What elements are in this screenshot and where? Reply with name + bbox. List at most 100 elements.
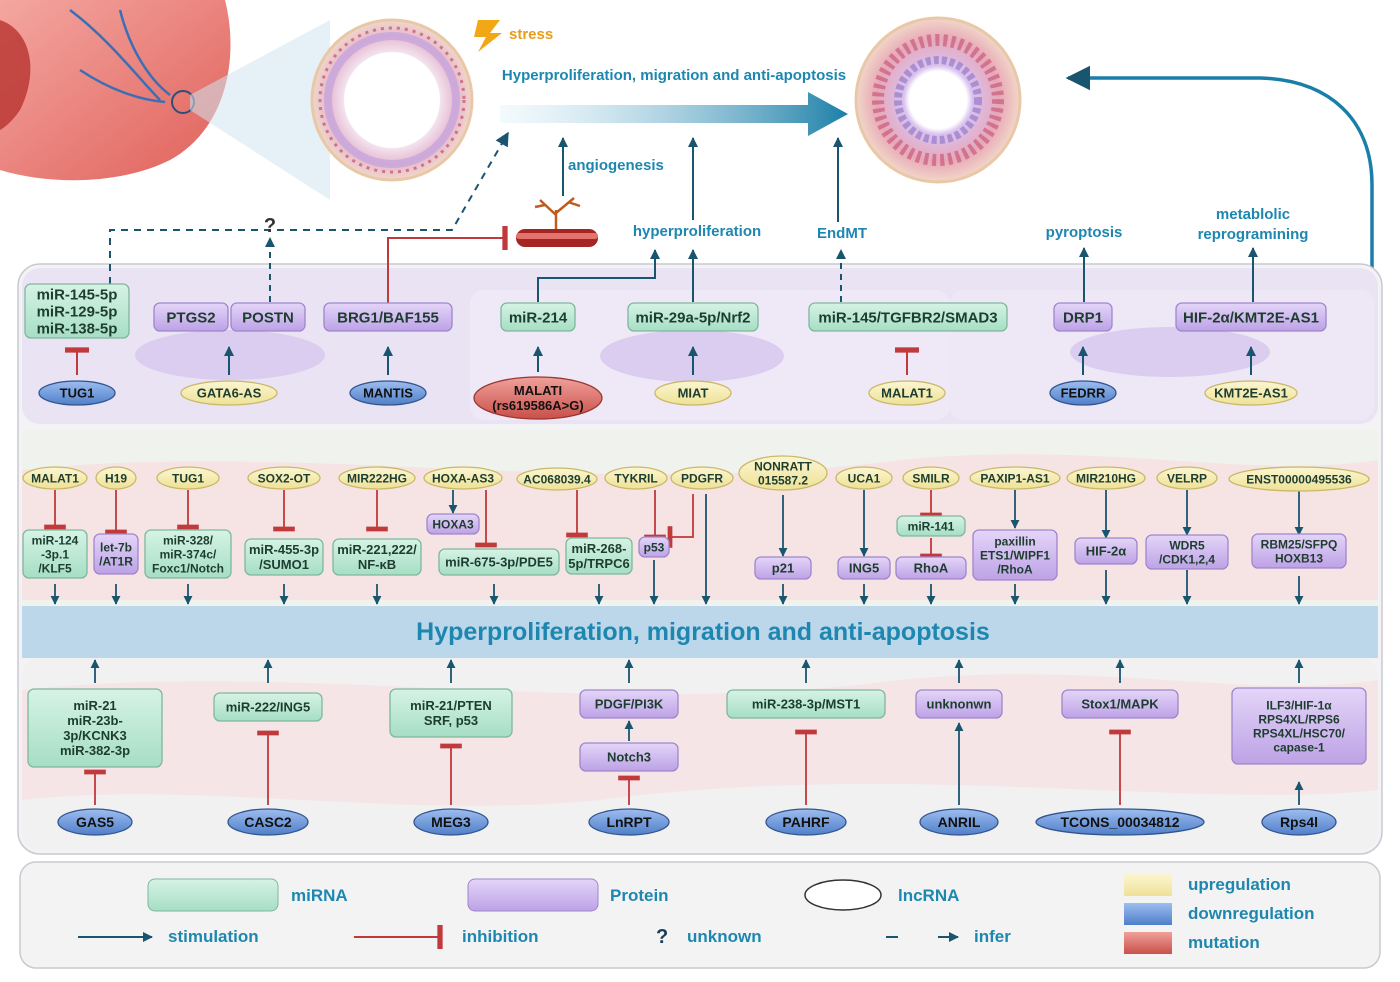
stox1-mapk-box-shape [1061, 689, 1179, 719]
drp1-box-label: DRP1 [1063, 309, 1103, 326]
anril-lncrna-label: ANRIL [938, 814, 981, 830]
unknown-question-mark: ? [264, 215, 276, 237]
hoxa-as3-lncrna-label: HOXA-AS3 [432, 471, 494, 485]
mir221-nfkb-box-shape [332, 538, 422, 576]
miat-lncrna-label: MIAT [678, 386, 709, 401]
p53-box-label: p53 [644, 540, 665, 554]
tykril-lncrna-label: TYKRIL [614, 471, 657, 485]
paxip1-as1-lncrna-label: PAXIP1-AS1 [980, 471, 1049, 485]
hif2a-kmt2e-box: HIF-2α/KMT2E-AS1 [1175, 302, 1327, 332]
nonratt-lncrna-shape [738, 455, 828, 491]
mir222hg-lncrna: MIR222HG [338, 466, 416, 490]
kmt2e-as1-lncrna-label: KMT2E-AS1 [1214, 386, 1288, 401]
legend-panel [19, 861, 1381, 969]
notch3-box-label: Notch3 [607, 750, 651, 765]
mir455-sumo1-box-shape [244, 538, 324, 576]
mantis-lncrna-label: MANTIS [363, 386, 413, 401]
blood-vessel-branch-icon [516, 197, 598, 247]
mantis-lncrna-shape [349, 380, 427, 406]
rhoa-box-shape [895, 556, 967, 580]
mir238-mst1-box-shape [726, 689, 886, 719]
outcome-band-label: Hyperproliferation, migration and anti-a… [416, 618, 990, 646]
h19-lncrna-shape [95, 466, 137, 490]
miat-lncrna-shape [654, 380, 732, 406]
malati-lncrna-mutation: MALATI(rs619586A>G) [473, 376, 603, 420]
paxip1-as1-lncrna: PAXIP1-AS1 [969, 466, 1061, 490]
uca1-lncrna-shape [835, 466, 893, 490]
gata6-as-lncrna: GATA6-AS [180, 380, 278, 406]
mir124-klf5-box-shape [22, 529, 88, 579]
legend-lncrna-label: lncRNA [898, 886, 959, 905]
ing5-box: ING5 [837, 556, 891, 580]
mir29a-nrf2-box-shape [627, 302, 759, 332]
hoxa-as3-lncrna: HOXA-AS3 [423, 466, 503, 490]
p21-box-shape [754, 556, 812, 580]
mir145-tgfbr2-smad3-box-shape [808, 302, 1008, 332]
hoxa3-box: HOXA3 [426, 513, 480, 535]
tcons-00034812-lncrna-shape [1035, 808, 1205, 836]
mir675-pde5-box: miR-675-3p/PDE5 [438, 548, 560, 576]
kmt2e-as1-lncrna: KMT2E-AS1 [1204, 380, 1298, 406]
pahrf-lncrna-shape [765, 808, 847, 836]
lnrpt-lncrna-shape [588, 808, 670, 836]
pdgf-pi3k-box: PDGF/PI3K [579, 689, 679, 719]
tcons-00034812-lncrna: TCONS_00034812 [1035, 808, 1205, 836]
hif2a-box-shape [1074, 537, 1138, 565]
mir145-tgfbr2-smad3-box-label: miR-145/TGFBR2/SMAD3 [818, 309, 997, 326]
fedrr-lncrna-shape [1049, 380, 1117, 406]
mir328-foxc1-notch-box-label: miR-328/miR-374c/Foxc1/Notch [152, 533, 224, 575]
gata6-as-lncrna-shape [180, 380, 278, 406]
postn-box: POSTN [230, 302, 306, 332]
tug1-lncrna-middle-label: TUG1 [172, 471, 204, 485]
mir328-foxc1-notch-box-shape [144, 529, 232, 579]
top-headline: Hyperproliferation, migration and anti-a… [502, 67, 846, 84]
p21-box: p21 [754, 556, 812, 580]
hif2a-box: HIF-2α [1074, 537, 1138, 565]
legend: miRNA Protein lncRNA upregulation downre… [78, 874, 1315, 954]
pahrf-lncrna: PAHRF [765, 808, 847, 836]
hoxa3-box-shape [426, 513, 480, 535]
lnrpt-lncrna-label: LnRPT [606, 814, 652, 830]
legend-protein-label: Protein [610, 886, 669, 905]
legend-mutation-label: mutation [1188, 933, 1260, 952]
mir210hg-lncrna: MIR210HG [1066, 466, 1146, 490]
fedrr-lncrna-label: FEDRR [1061, 386, 1106, 401]
mir221-nfkb-box-label: miR-221,222/NF-κB [337, 542, 417, 572]
mir21-pten-srf-p53-box-shape [389, 688, 513, 738]
rbm25-sfpq-hoxb13-box-shape [1251, 533, 1347, 569]
legend-up-swatch [1124, 874, 1172, 896]
sox2-ot-lncrna: SOX2-OT [247, 466, 321, 490]
wdr5-cdk-box: WDR5/CDK1,2,4 [1145, 534, 1229, 570]
meg3-lncrna: MEG3 [413, 808, 489, 836]
malat1-lncrna-middle-label: MALAT1 [31, 471, 79, 485]
velrp-lncrna-label: VELRP [1167, 471, 1207, 485]
hif2a-kmt2e-box-shape [1175, 302, 1327, 332]
pdgfr-lncrna-shape [670, 466, 734, 490]
legend-lncrna-swatch [804, 879, 882, 911]
wdr5-cdk-box-shape [1145, 534, 1229, 570]
ac068039-lncrna-shape [516, 467, 598, 491]
rps4l-lncrna: Rps4l [1261, 808, 1337, 836]
velrp-lncrna: VELRP [1156, 466, 1218, 490]
malat1-lncrna-top-shape [868, 380, 946, 406]
tug1-lncrna-middle-shape [156, 466, 220, 490]
drp1-box: DRP1 [1053, 302, 1113, 332]
mir268-trpc6-box-label: miR-268-5p/TRPC6 [568, 541, 629, 571]
normal-vessel-cross-section [310, 18, 474, 182]
gas5-lncrna-label: GAS5 [76, 814, 114, 830]
mantis-lncrna: MANTIS [349, 380, 427, 406]
malat1-lncrna-middle-shape [22, 466, 88, 490]
malat1-lncrna-middle: MALAT1 [22, 466, 88, 490]
mir214-box: miR-214 [500, 302, 576, 332]
mir145-tgfbr2-smad3-box: miR-145/TGFBR2/SMAD3 [808, 302, 1008, 332]
mir455-sumo1-box-label: miR-455-3p/SUMO1 [249, 542, 319, 572]
return-arrow [1065, 65, 1374, 268]
ptgs2-box-label: PTGS2 [166, 309, 215, 326]
tykril-lncrna: TYKRIL [604, 466, 668, 490]
hif2a-kmt2e-box-label: HIF-2α/KMT2E-AS1 [1183, 309, 1319, 326]
legend-unknown-label: unknown [687, 927, 762, 946]
